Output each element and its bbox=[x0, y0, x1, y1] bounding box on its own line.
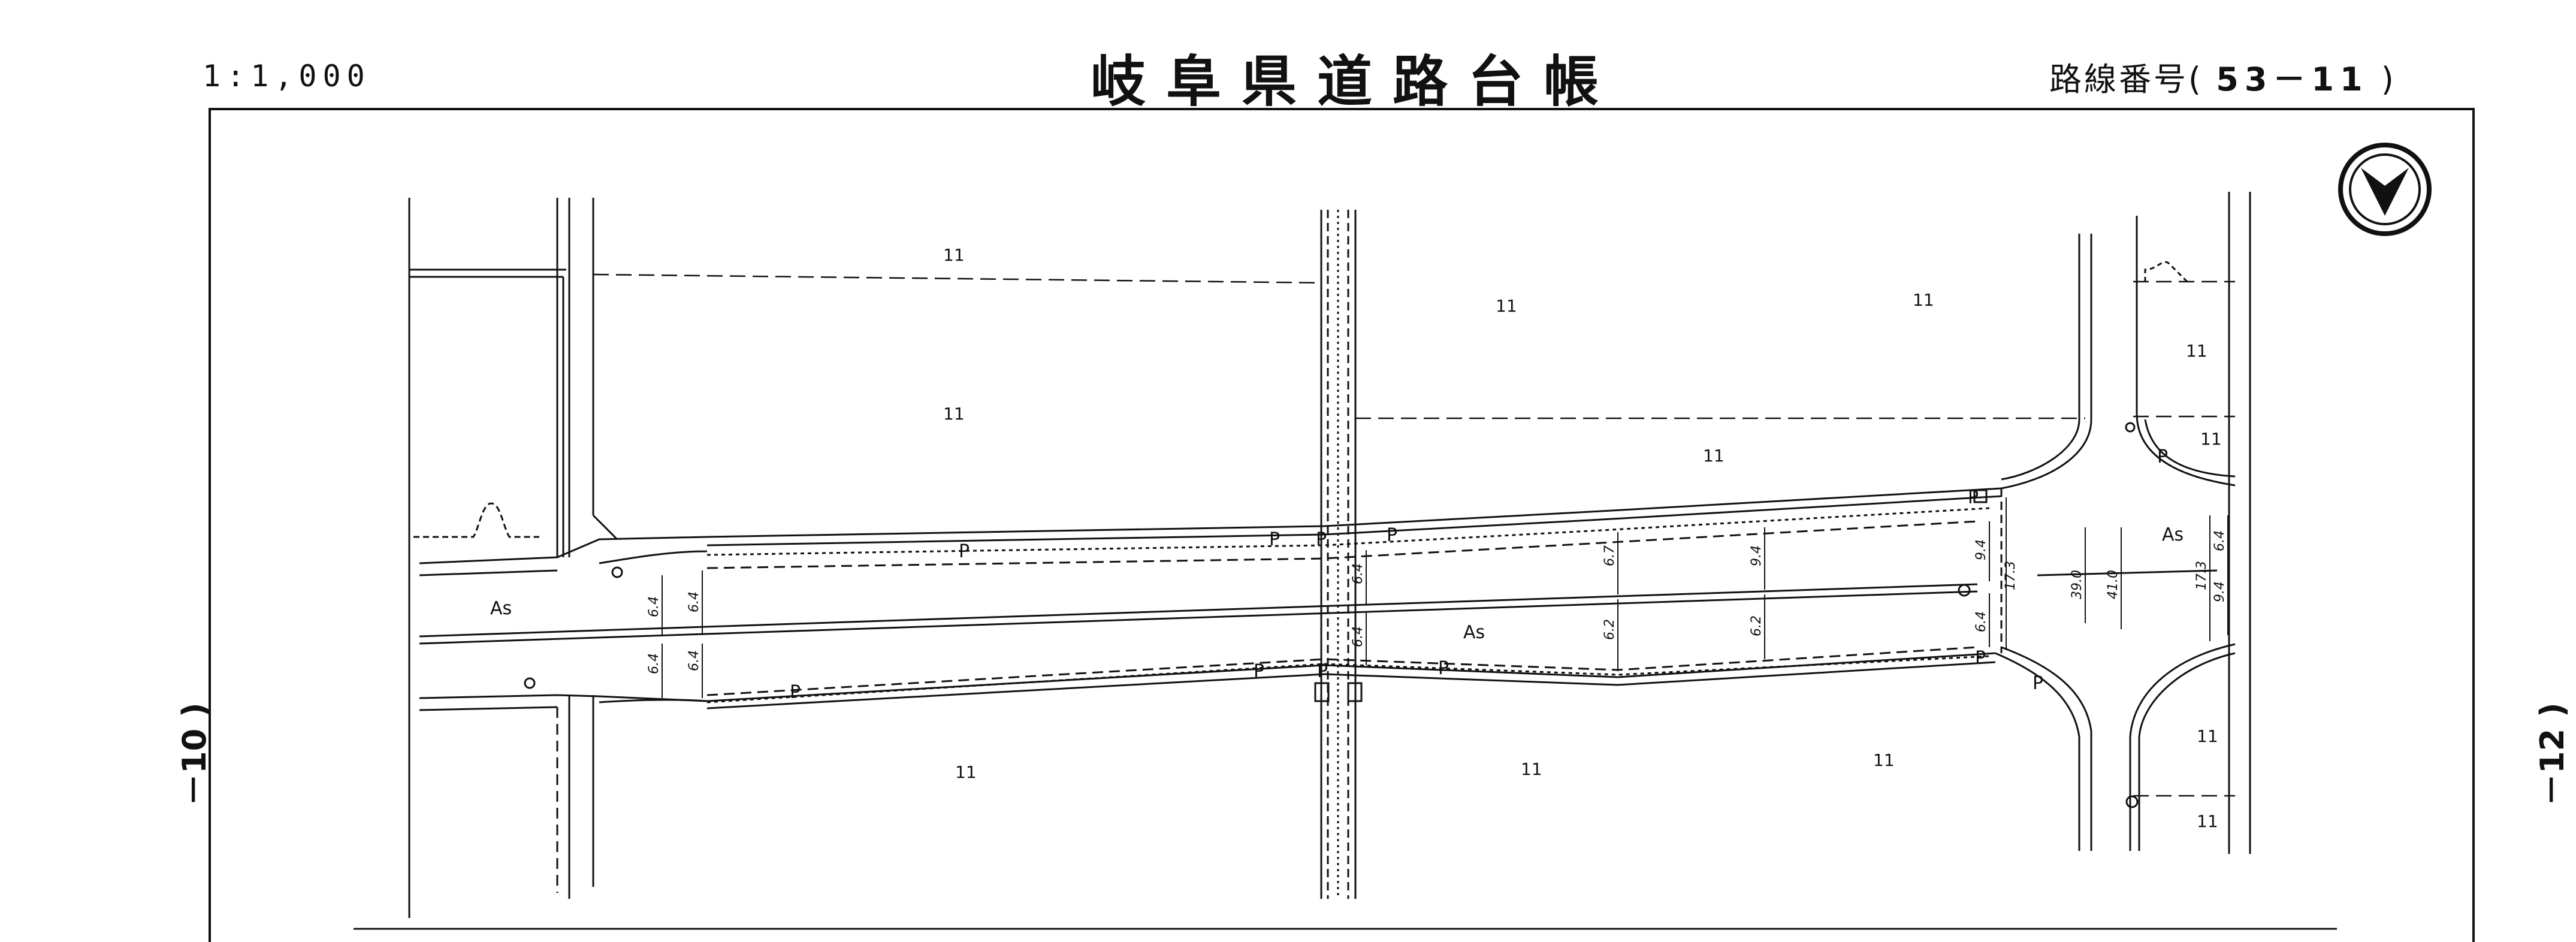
surface-label: As bbox=[2162, 524, 2184, 545]
land-mark: 11 bbox=[1521, 759, 1542, 779]
dimension-label: 6.4 bbox=[687, 591, 702, 612]
route-number: 路線番号( 53－11 ) bbox=[2049, 53, 2396, 100]
page-title: 岐阜県道路台帳 bbox=[1091, 50, 1620, 114]
dimension-label: 9.4 bbox=[1974, 539, 1989, 560]
dimension-label: 6.4 bbox=[1974, 611, 1989, 632]
map-symbols bbox=[524, 422, 2139, 808]
dimension-label: 6.4 bbox=[2212, 530, 2227, 551]
pole-label: P bbox=[959, 541, 970, 562]
dimension-label: 6.4 bbox=[687, 650, 702, 671]
dimension-label: 6.4 bbox=[1351, 626, 1366, 647]
pole-label: P bbox=[1254, 661, 1264, 682]
dimension-label: 6.4 bbox=[647, 596, 662, 617]
pole-label: P bbox=[1269, 529, 1280, 550]
land-mark: 11 bbox=[2200, 429, 2222, 449]
surface-label: As bbox=[1463, 622, 1485, 643]
dimension-label: 6.4 bbox=[647, 653, 662, 674]
pole-label: P bbox=[1387, 525, 1397, 546]
land-mark: 11 bbox=[943, 404, 965, 424]
dimension-label: 9.4 bbox=[2212, 581, 2227, 602]
sheet-header: 1:1,000 岐阜県道路台帳 路線番号( 53－11 ) bbox=[0, 0, 2576, 114]
pole-label: P bbox=[1317, 661, 1328, 682]
east-intersection bbox=[1995, 192, 2251, 854]
pole-label: P bbox=[2033, 673, 2043, 694]
map-scale: 1:1,000 bbox=[203, 59, 371, 93]
route-label: 路線番号( bbox=[2049, 61, 2204, 98]
dimension-label: 17.3 bbox=[2194, 561, 2209, 590]
land-mark: 11 bbox=[1913, 290, 1934, 310]
dimension-label: 6.2 bbox=[1602, 619, 1617, 640]
dimension-label: 39.0 bbox=[2070, 570, 2085, 599]
land-mark: 11 bbox=[1496, 296, 1517, 316]
dimension-label: 41.0 bbox=[2106, 570, 2121, 599]
pole-label: P bbox=[1975, 648, 1986, 669]
dimension-lines bbox=[662, 497, 2228, 698]
pole-label: P bbox=[1438, 658, 1449, 679]
land-mark: 11 bbox=[955, 762, 977, 782]
dimension-label: 6.4 bbox=[1351, 563, 1366, 584]
west-cross-road bbox=[408, 198, 618, 918]
land-mark: 11 bbox=[2197, 726, 2218, 746]
rail-corridor bbox=[1320, 210, 1357, 899]
land-mark: 11 bbox=[943, 245, 965, 265]
land-mark: 11 bbox=[2197, 811, 2218, 831]
land-mark: 11 bbox=[1703, 446, 1725, 466]
parcel-boundaries bbox=[593, 273, 2235, 797]
pole-label: P bbox=[1316, 529, 1327, 550]
land-mark: 11 bbox=[2186, 341, 2207, 361]
route-number-value: 53－11 bbox=[2216, 61, 2369, 98]
route-close: ) bbox=[2381, 61, 2396, 98]
map-frame bbox=[209, 108, 2475, 942]
pole-label: P bbox=[2157, 446, 2168, 467]
dimension-label: 9.4 bbox=[1749, 545, 1764, 566]
north-arrow-icon bbox=[2338, 143, 2432, 236]
dimension-label: 6.7 bbox=[1602, 545, 1617, 566]
surface-label: As bbox=[490, 598, 512, 619]
dimension-label: 17.3 bbox=[2003, 561, 2018, 590]
land-mark: 11 bbox=[1873, 750, 1895, 770]
dimension-label: 6.2 bbox=[1749, 615, 1764, 636]
main-road bbox=[419, 487, 2002, 711]
pole-label: P bbox=[790, 682, 801, 703]
